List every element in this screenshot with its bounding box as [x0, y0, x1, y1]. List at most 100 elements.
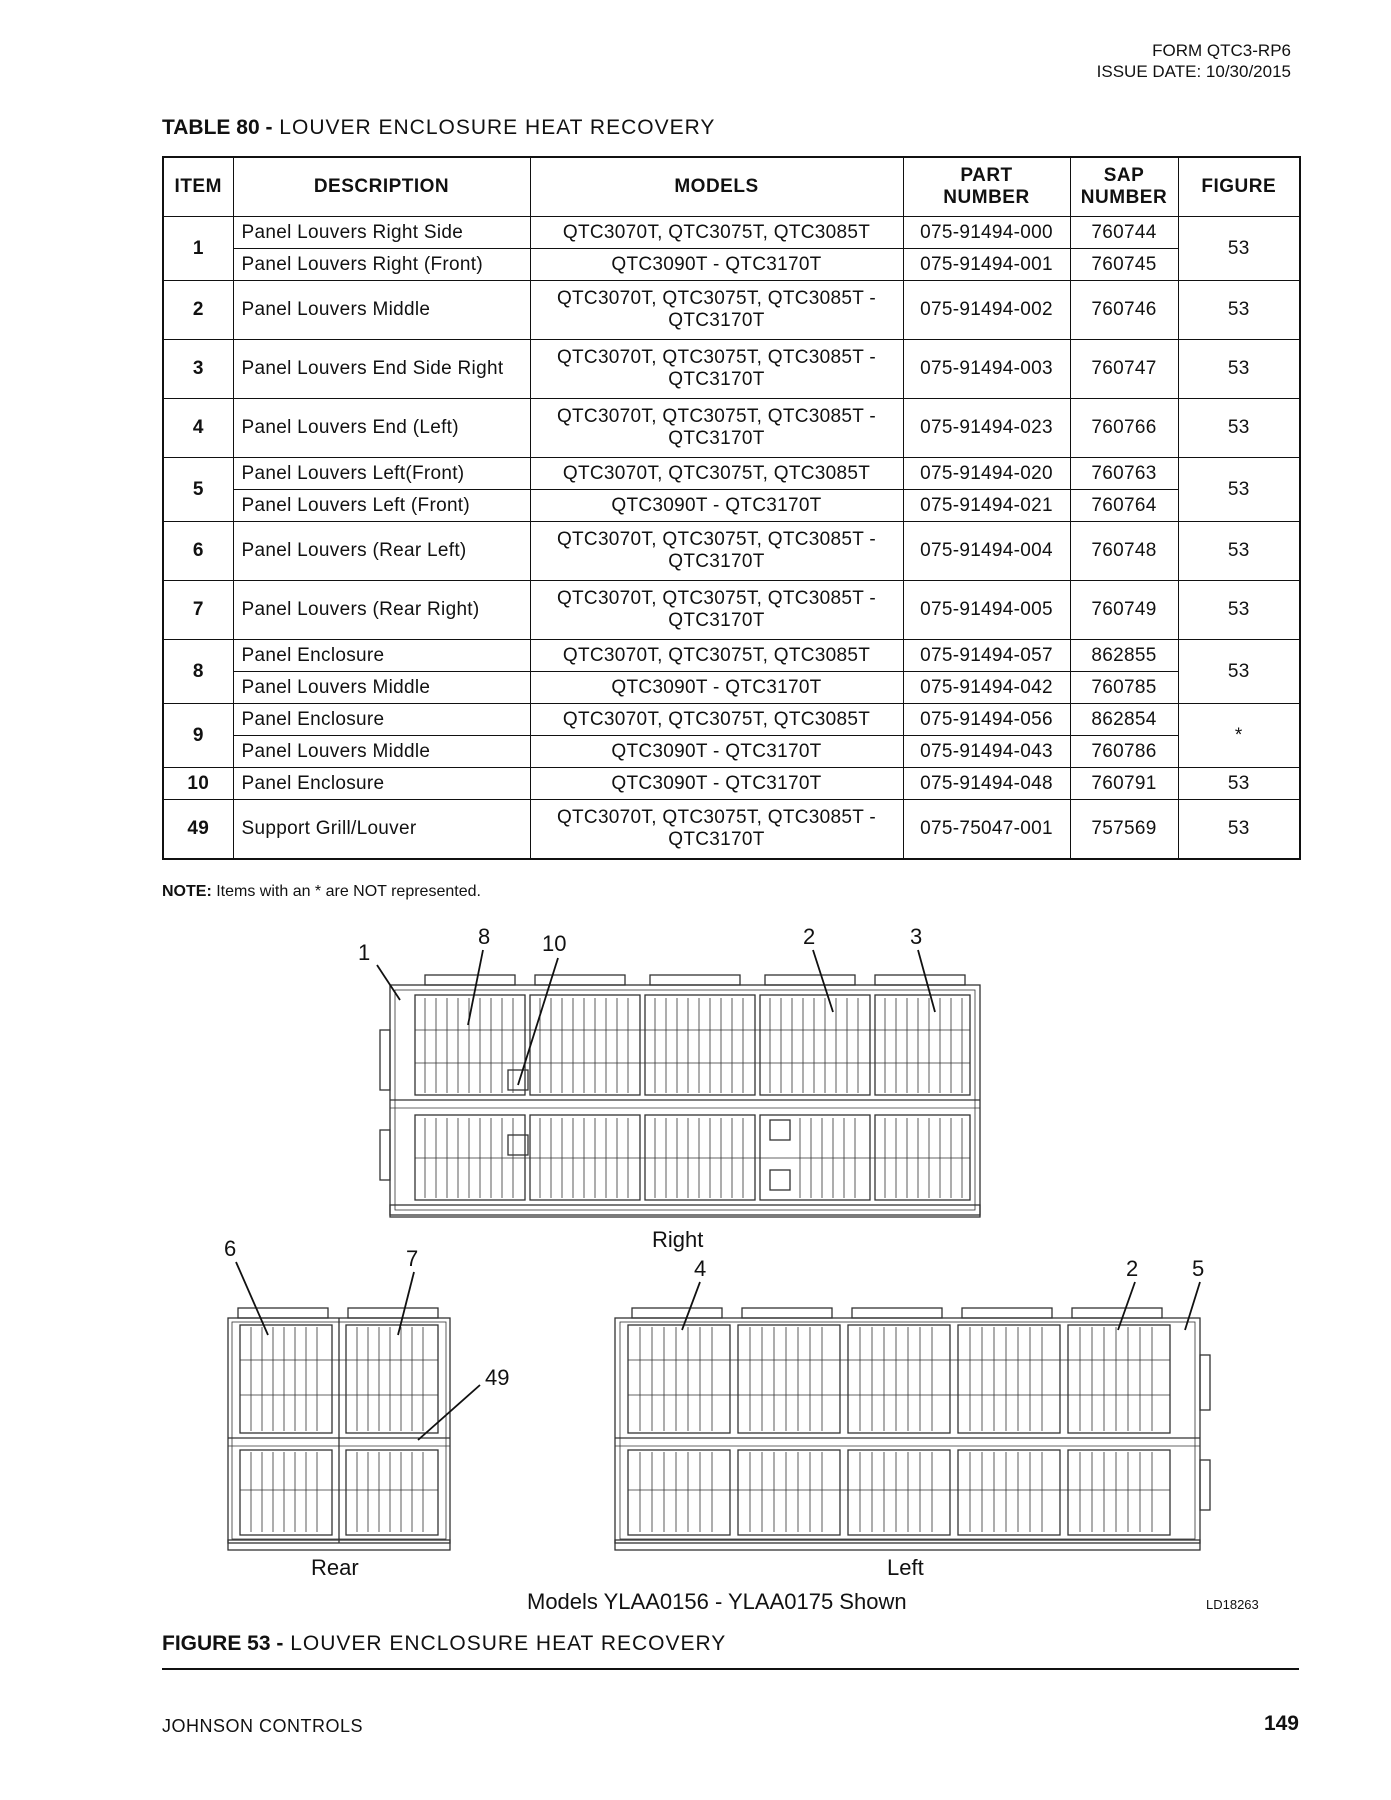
cell-models: QTC3070T, QTC3075T, QTC3085T -QTC3170T — [529, 580, 904, 640]
table-note: NOTE: Items with an * are NOT represente… — [162, 883, 481, 901]
callout-1: 1 — [358, 940, 370, 965]
cell-figure: 53 — [1177, 639, 1301, 704]
cell-models: QTC3090T - QTC3170T — [529, 489, 904, 522]
cell-item: 9 — [162, 703, 234, 768]
table-title: TABLE 80 - LOUVER ENCLOSURE HEAT RECOVER… — [162, 116, 715, 140]
cell-figure: 53 — [1177, 457, 1301, 522]
right-view-unit — [379, 974, 981, 1218]
table-row: 10 Panel Enclosure QTC3090T - QTC3170T 0… — [162, 767, 1301, 800]
cell-item: 2 — [162, 280, 234, 340]
cell-models: QTC3070T, QTC3075T, QTC3085T -QTC3170T — [529, 280, 904, 340]
footer-company: JOHNSON CONTROLS — [162, 1716, 364, 1736]
cell-description: Panel Louvers Middle — [232, 671, 531, 704]
callout-10: 10 — [542, 931, 566, 956]
models-line1: QTC3070T, QTC3075T, QTC3085T - — [556, 406, 877, 427]
cell-description: Panel Louvers Middle — [232, 735, 531, 768]
cell-models: QTC3090T - QTC3170T — [529, 671, 904, 704]
cell-part-number: 075-91494-043 — [902, 735, 1071, 768]
view-label-right: Right — [652, 1227, 703, 1252]
figure-caption-text: LOUVER ENCLOSURE HEAT RECOVERY — [283, 1632, 727, 1655]
cell-figure: 53 — [1177, 339, 1301, 399]
cell-item: 1 — [162, 216, 234, 281]
header-sap-line2: NUMBER — [1080, 187, 1168, 208]
cell-part-number: 075-91494-021 — [902, 489, 1071, 522]
cell-sap-number: 760763 — [1069, 457, 1179, 490]
cell-item: 7 — [162, 580, 234, 640]
models-shown-label: Models YLAA0156 - YLAA0175 Shown — [527, 1589, 907, 1614]
cell-description: Panel Enclosure — [232, 639, 531, 672]
cell-models: QTC3070T, QTC3075T, QTC3085T — [529, 216, 904, 249]
cell-sap-number: 760791 — [1069, 767, 1179, 800]
cell-item: 3 — [162, 339, 234, 399]
header-models: MODELS — [529, 156, 904, 217]
cell-sap-number: 760748 — [1069, 521, 1179, 581]
footer-divider — [162, 1668, 1299, 1670]
callout-2: 2 — [803, 924, 815, 949]
cell-item: 5 — [162, 457, 234, 522]
table-row: 3 Panel Louvers End Side Right QTC3070T,… — [162, 339, 1301, 399]
cell-part-number: 075-75047-001 — [902, 799, 1071, 860]
models-line2: QTC3170T — [668, 610, 765, 631]
table-row: 8 Panel Enclosure QTC3070T, QTC3075T, QT… — [162, 639, 1301, 704]
cell-models: QTC3090T - QTC3170T — [529, 248, 904, 281]
header-part-line1: PART — [960, 165, 1013, 186]
cell-part-number: 075-91494-057 — [902, 639, 1071, 672]
page-number: 149 — [1263, 1712, 1299, 1735]
table-row: 4 Panel Louvers End (Left) QTC3070T, QTC… — [162, 398, 1301, 458]
models-line1: QTC3070T, QTC3075T, QTC3085T - — [556, 347, 877, 368]
cell-sap-number: 862854 — [1069, 703, 1179, 736]
view-label-left: Left — [887, 1555, 924, 1580]
cell-part-number: 075-91494-056 — [902, 703, 1071, 736]
table-title-number: TABLE 80 - — [162, 116, 273, 139]
cell-models: QTC3090T - QTC3170T — [529, 735, 904, 768]
table-row: Panel Louvers Left (Front) QTC3090T - QT… — [163, 489, 1300, 522]
louver-enclosure-drawing: 1 8 10 2 3 6 7 49 4 2 5 Right Rear Left … — [224, 924, 1259, 1614]
callout-49: 49 — [485, 1365, 509, 1390]
cell-part-number: 075-91494-020 — [902, 457, 1071, 490]
models-line1: QTC3070T, QTC3075T, QTC3085T - — [556, 529, 877, 550]
table-row: Panel Louvers Middle QTC3090T - QTC3170T… — [163, 671, 1300, 704]
callout-leaders — [235, 949, 1201, 1441]
table-row: 6 Panel Louvers (Rear Left) QTC3070T, QT… — [162, 521, 1301, 581]
cell-sap-number: 760745 — [1069, 248, 1179, 281]
cell-description: Panel Louvers Left (Front) — [232, 489, 531, 522]
cell-sap-number: 862855 — [1069, 639, 1179, 672]
callout-5: 5 — [1192, 1256, 1204, 1281]
cell-sap-number: 760786 — [1069, 735, 1179, 768]
cell-sap-number: 757569 — [1069, 799, 1179, 860]
cell-part-number: 075-91494-004 — [902, 521, 1071, 581]
cell-figure: 53 — [1177, 280, 1301, 340]
models-line2: QTC3170T — [668, 369, 765, 390]
cell-figure: 53 — [1177, 799, 1301, 860]
cell-description: Panel Louvers Right Side — [232, 216, 531, 249]
cell-sap-number: 760746 — [1069, 280, 1179, 340]
cell-part-number: 075-91494-048 — [902, 767, 1071, 800]
cell-part-number: 075-91494-003 — [902, 339, 1071, 399]
models-line1: QTC3070T, QTC3075T, QTC3085T - — [556, 807, 877, 828]
models-line2: QTC3170T — [668, 551, 765, 572]
table-row: Panel Louvers Middle QTC3090T - QTC3170T… — [163, 735, 1300, 768]
cell-part-number: 075-91494-005 — [902, 580, 1071, 640]
cell-part-number: 075-91494-001 — [902, 248, 1071, 281]
callout-8: 8 — [478, 924, 490, 949]
cell-sap-number: 760744 — [1069, 216, 1179, 249]
header-part-line2: NUMBER — [943, 187, 1030, 208]
cell-part-number: 075-91494-042 — [902, 671, 1071, 704]
callout-7: 7 — [406, 1246, 418, 1271]
cell-figure: 53 — [1177, 398, 1301, 458]
models-line2: QTC3170T — [668, 310, 765, 331]
callout-6: 6 — [224, 1236, 236, 1261]
cell-description: Support Grill/Louver — [232, 799, 531, 860]
cell-models: QTC3090T - QTC3170T — [529, 767, 904, 800]
cell-description: Panel Louvers End (Left) — [232, 398, 531, 458]
table-row: 2 Panel Louvers Middle QTC3070T, QTC3075… — [162, 280, 1301, 340]
cell-models: QTC3070T, QTC3075T, QTC3085T — [529, 703, 904, 736]
callout-3: 3 — [910, 924, 922, 949]
cell-sap-number: 760785 — [1069, 671, 1179, 704]
figure-caption-number: FIGURE 53 - — [162, 1632, 284, 1655]
cell-description: Panel Louvers Right (Front) — [232, 248, 531, 281]
cell-part-number: 075-91494-023 — [902, 398, 1071, 458]
